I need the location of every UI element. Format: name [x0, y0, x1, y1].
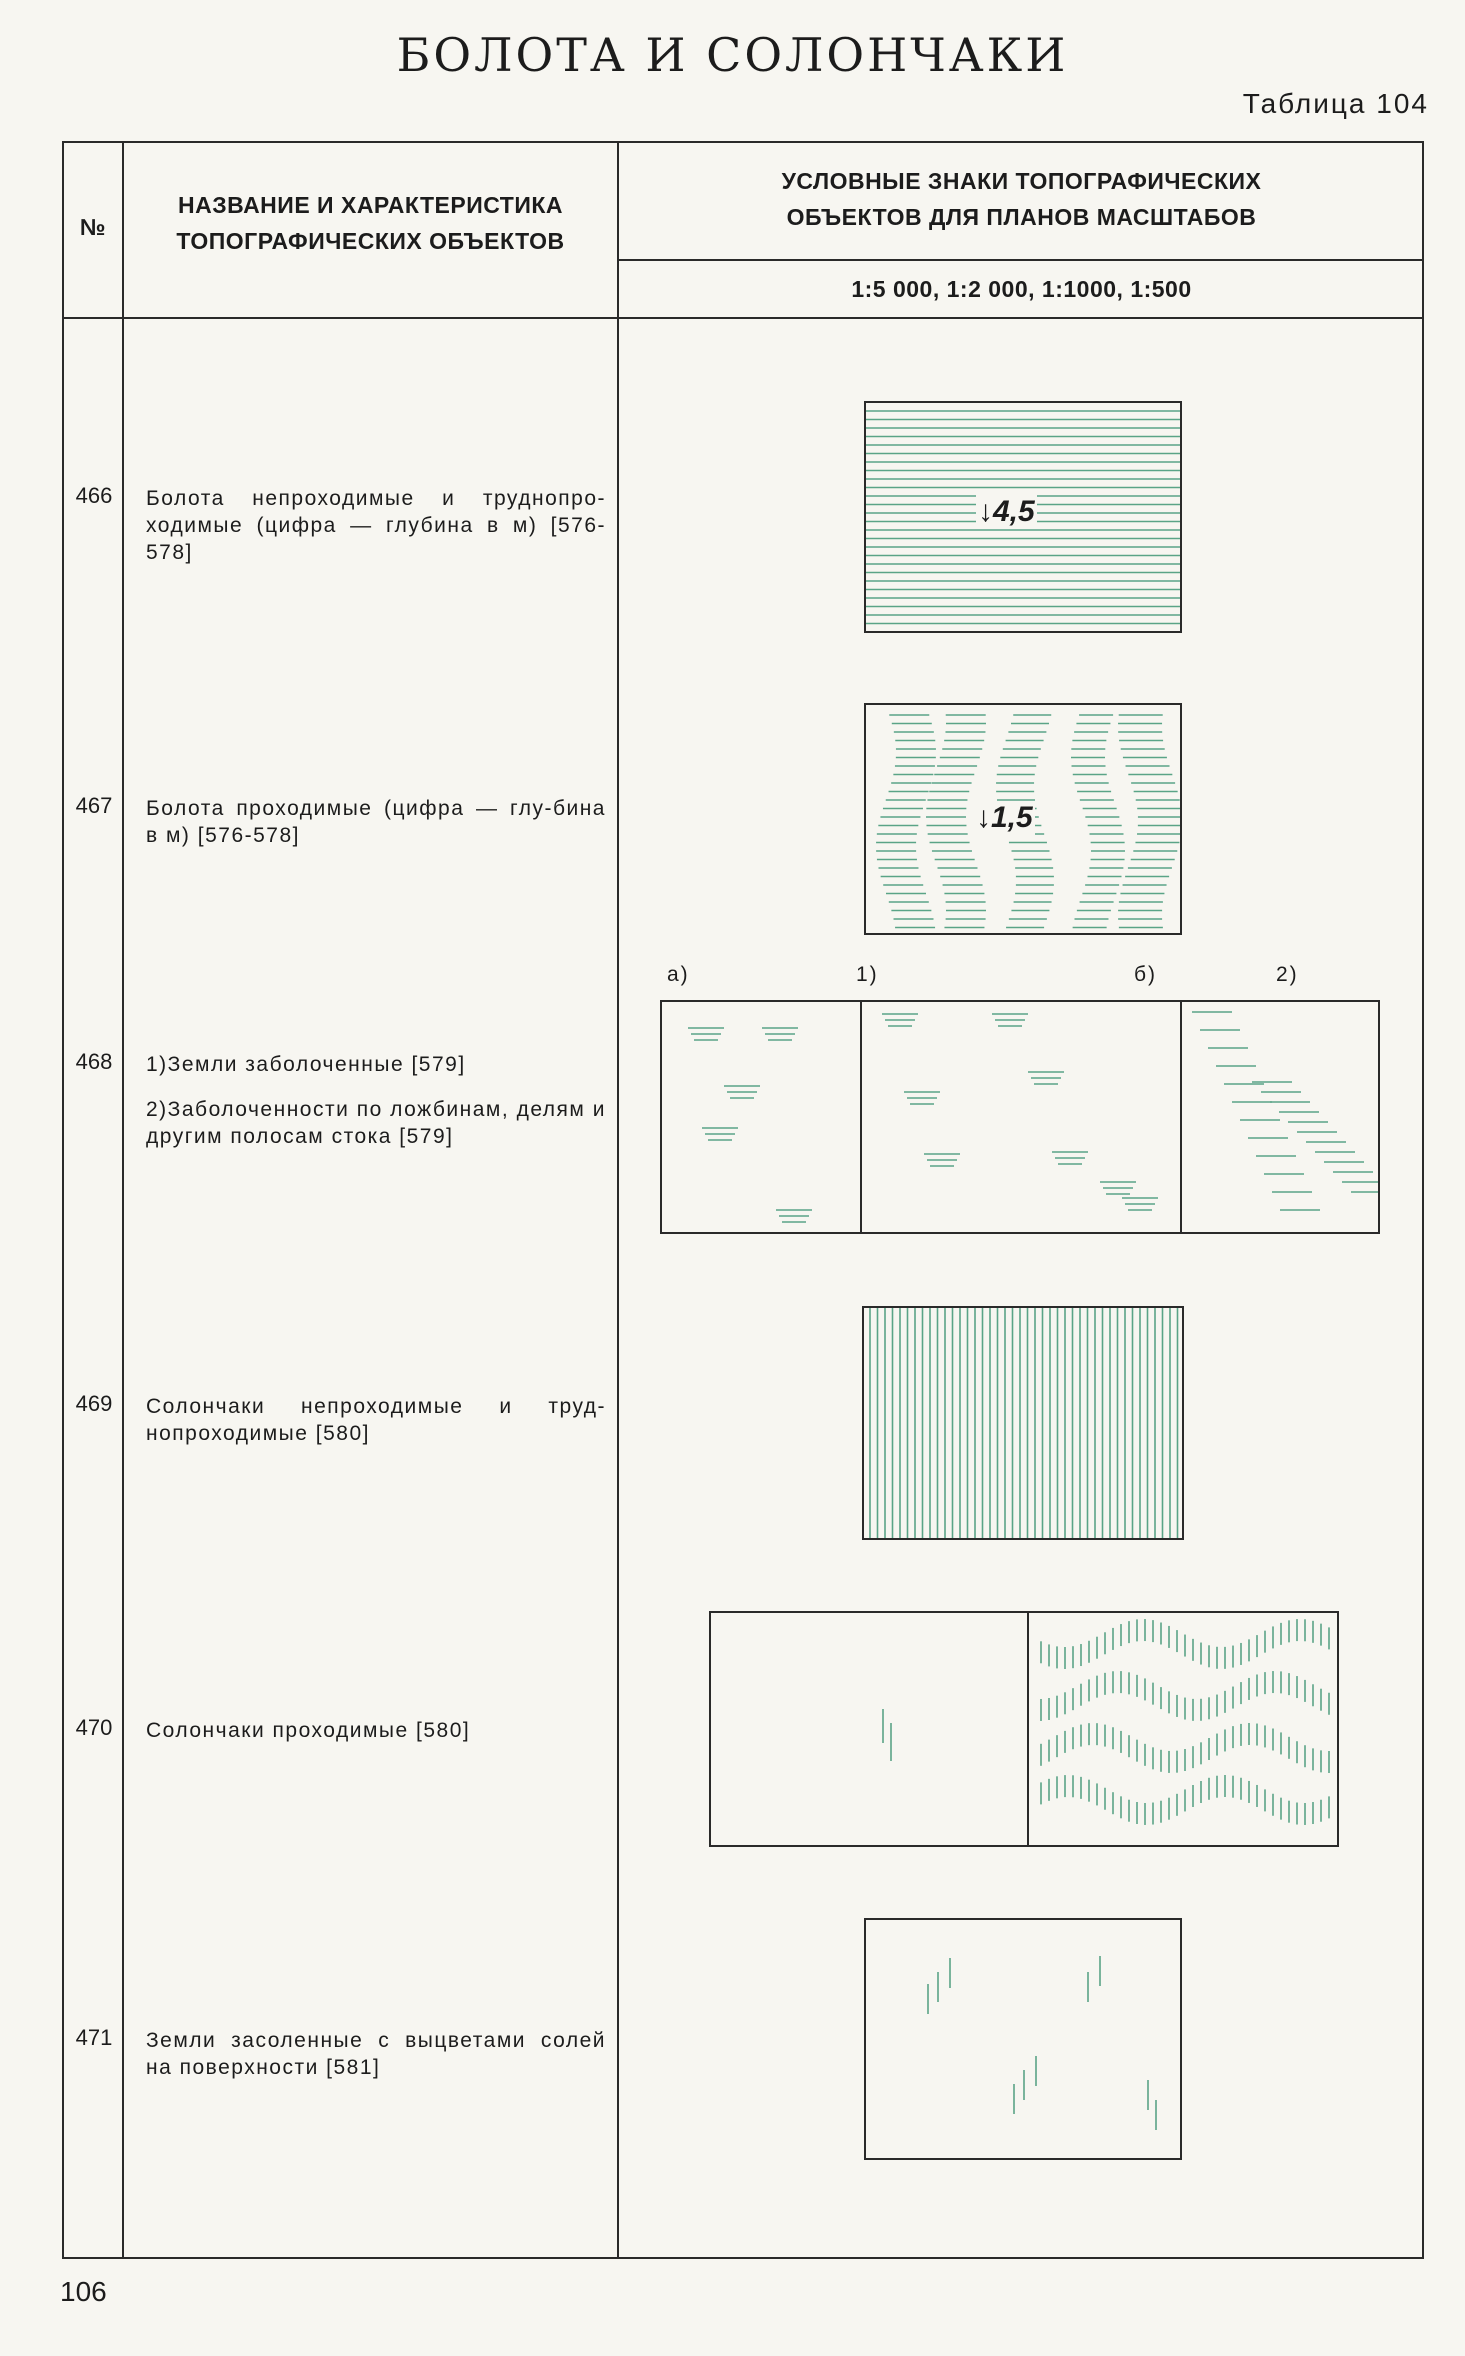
symbol-saline-lands [864, 1918, 1182, 2160]
row-description-468: 1)Земли заболоченные [579] 2)Заболоченно… [146, 1051, 606, 1168]
header-name-column: НАЗВАНИЕ И ХАРАКТЕРИСТИКА ТОПОГРАФИЧЕСКИ… [124, 187, 617, 259]
header-number: № [79, 214, 107, 240]
depth-label-467: ↓1,5 [974, 801, 1035, 835]
row-number-468: 468 [75, 1049, 113, 1074]
header-signs-line1: УСЛОВНЫЕ ЗНАКИ ТОПОГРАФИЧЕСКИХ [781, 168, 1262, 194]
row-description-468-part2: 2)Заболоченности по ложбинам, делям и др… [146, 1098, 606, 1148]
page-title: БОЛОТА И СОЛОНЧАКИ [396, 28, 1069, 82]
row-description-470: Солончаки проходимые [580] [146, 1719, 471, 1742]
label-b: б) [1134, 963, 1158, 986]
column-divider [617, 143, 619, 2257]
symbol-divider [860, 1002, 862, 1232]
label-2: 2) [1276, 963, 1299, 986]
label-1: 1) [856, 963, 879, 986]
symbol-impassable-swamp: ↓4,5 [864, 401, 1182, 633]
header-name-line1: НАЗВАНИЕ И ХАРАКТЕРИСТИКА [177, 192, 563, 218]
row-description-467: Болота проходимые (цифра — глу-бина в м)… [146, 797, 606, 847]
scales-divider [619, 259, 1422, 261]
symbol-wetland [660, 1000, 1380, 1234]
column-divider [122, 143, 124, 2257]
row-number-467: 467 [75, 793, 113, 818]
row-number-471: 471 [75, 2025, 113, 2050]
depth-label-466: ↓4,5 [976, 495, 1037, 529]
header-signs-line2: ОБЪЕКТОВ ДЛЯ ПЛАНОВ МАСШТАБОВ [786, 204, 1257, 230]
header-divider [64, 317, 1422, 319]
symbol-divider [1180, 1002, 1182, 1232]
page-number: 106 [60, 2276, 107, 2307]
row-description-469: Солончаки непроходимые и труд-нопроходим… [146, 1395, 606, 1445]
row-number-469: 469 [75, 1391, 113, 1416]
row-number-470: 470 [75, 1715, 113, 1740]
symbol-passable-salt-marsh [709, 1611, 1339, 1847]
row-description-471: Земли засоленные с выцветами солей на по… [146, 2029, 606, 2079]
symbol-impassable-salt-marsh [862, 1306, 1184, 1540]
symbol-divider [1027, 1613, 1029, 1845]
header-scales: 1:5 000, 1:2 000, 1:1000, 1:500 [851, 276, 1192, 302]
table-label: Таблица 104 [1242, 88, 1429, 119]
row-description-468-part1: 1)Земли заболоченные [579] [146, 1053, 466, 1076]
label-a: а) [667, 963, 690, 986]
header-signs-column: УСЛОВНЫЕ ЗНАКИ ТОПОГРАФИЧЕСКИХ ОБЪЕКТОВ … [619, 163, 1424, 235]
row-description-466: Болота непроходимые и труднопро-ходимые … [146, 487, 606, 564]
header-name-line2: ТОПОГРАФИЧЕСКИХ ОБЪЕКТОВ [176, 228, 565, 254]
symbols-table: № НАЗВАНИЕ И ХАРАКТЕРИСТИКА ТОПОГРАФИЧЕС… [62, 141, 1424, 2259]
row-number-466: 466 [75, 483, 113, 508]
symbol-passable-swamp: ↓1,5 [864, 703, 1182, 935]
